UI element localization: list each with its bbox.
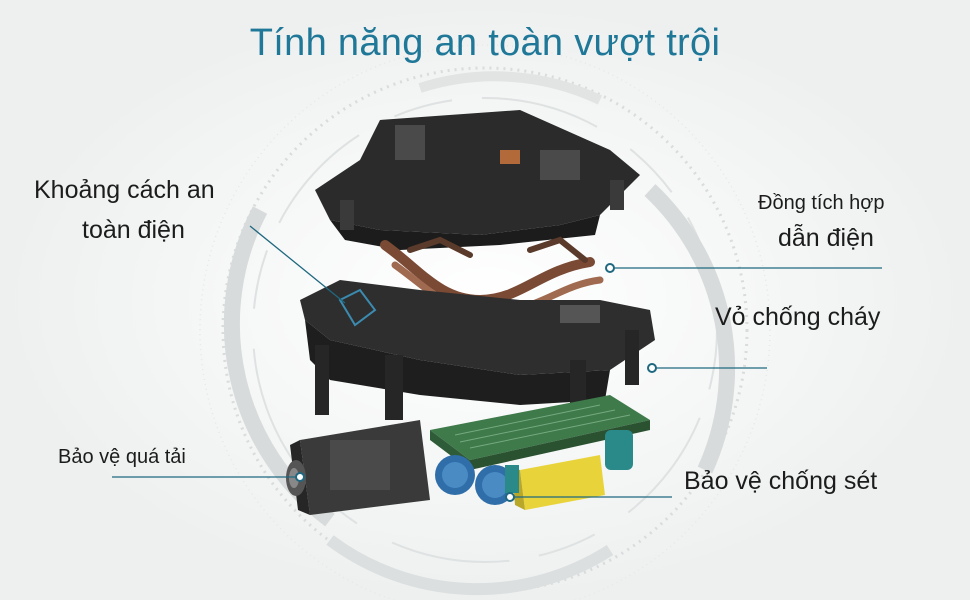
top-housing	[315, 110, 640, 250]
overload-breaker	[286, 420, 430, 515]
label-fireproof-shell: Vỏ chống cháy	[715, 303, 881, 331]
middle-housing	[300, 280, 655, 420]
leader-dots	[295, 263, 657, 502]
label-safety-distance-line1: Khoảng cách an	[34, 176, 215, 204]
label-integrated-copper-line1: Đồng tích hợp	[758, 192, 885, 214]
label-integrated-copper-line2: dẫn điện	[778, 224, 874, 252]
page-title: Tính năng an toàn vượt trội	[249, 22, 721, 64]
label-overload-protection: Bảo vệ quá tải	[58, 446, 186, 468]
label-lightning-protection: Bảo vệ chống sét	[684, 467, 878, 495]
label-safety-distance-line2: toàn điện	[82, 216, 185, 244]
circuit-board	[430, 395, 650, 510]
leader-lines	[112, 225, 882, 498]
